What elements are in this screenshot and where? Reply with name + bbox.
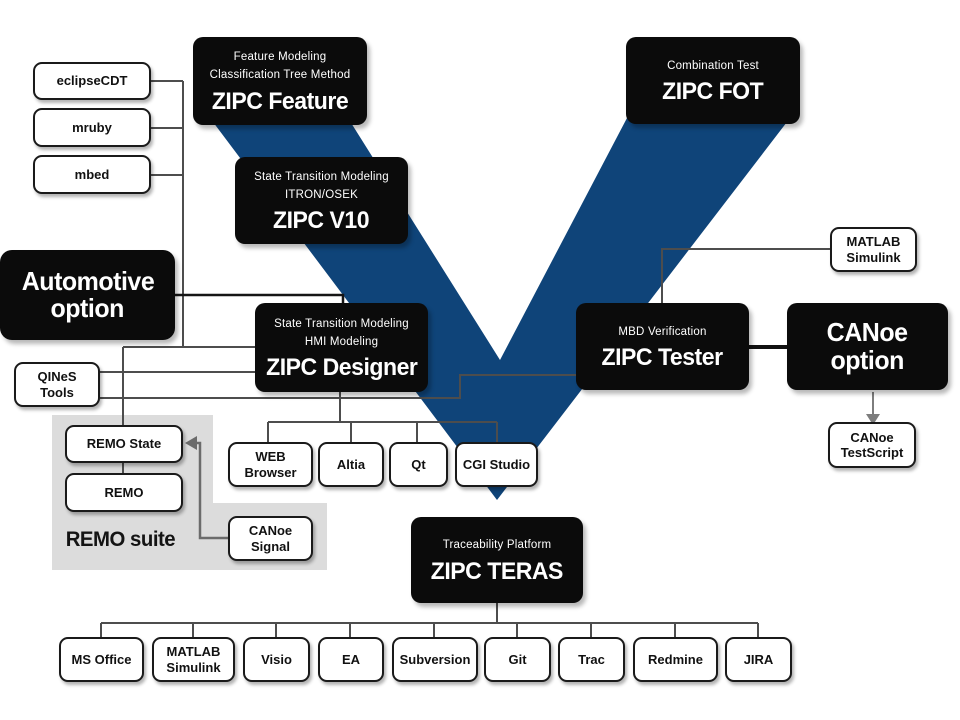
connector-left-trunk — [151, 80, 184, 347]
node-remo: REMO — [65, 473, 183, 512]
arrow-left-icon — [185, 436, 197, 450]
node-zipc-feature: Feature Modeling Classification Tree Met… — [193, 37, 367, 125]
node-subtitle: ITRON/OSEK — [285, 188, 358, 201]
connector-teras-to-bottom-row — [100, 603, 759, 637]
node-cgi-studio: CGI Studio — [455, 442, 538, 487]
node-subtitle: State Transition Modeling — [274, 317, 409, 330]
node-title-line: Automotive — [21, 265, 154, 296]
node-matlab-simulink: MATLAB Simulink — [830, 227, 917, 272]
node-subversion: Subversion — [392, 637, 478, 682]
node-title: ZIPC TERAS — [430, 557, 564, 585]
node-title: ZIPC Feature — [211, 87, 349, 115]
node-altia: Altia — [318, 442, 384, 487]
connector-automotive-to-designer — [175, 293, 345, 304]
node-ms-office: MS Office — [59, 637, 144, 682]
connector-designer-to-ui-tools — [267, 392, 498, 442]
node-visio: Visio — [243, 637, 310, 682]
node-canoe-option: CANoe option — [787, 303, 948, 390]
node-mbed: mbed — [33, 155, 151, 194]
node-zipc-v10: State Transition Modeling ITRON/OSEK ZIP… — [235, 157, 408, 244]
node-subtitle: MBD Verification — [618, 325, 707, 338]
node-qines-tools: QINeS Tools — [14, 362, 100, 407]
node-eclipsecdt: eclipseCDT — [33, 62, 151, 100]
node-web-browser: WEB Browser — [228, 442, 313, 487]
node-matlab-simulink-bottom: MATLAB Simulink — [152, 637, 235, 682]
node-title-line: option — [830, 344, 905, 375]
node-zipc-tester: MBD Verification ZIPC Tester — [576, 303, 749, 390]
node-subtitle: Combination Test — [667, 59, 759, 72]
node-trac: Trac — [558, 637, 625, 682]
remo-suite-label: REMO suite — [65, 528, 176, 551]
node-jira: JIRA — [725, 637, 792, 682]
connector-qines-to-tester — [100, 374, 576, 399]
node-subtitle: State Transition Modeling — [254, 170, 389, 183]
node-ea: EA — [318, 637, 384, 682]
arrow-down-icon — [866, 414, 880, 425]
node-subtitle: Feature Modeling — [233, 51, 327, 64]
node-subtitle: Classification Tree Method — [209, 69, 351, 82]
node-git: Git — [484, 637, 551, 682]
node-title-line: option — [50, 293, 125, 323]
node-qt: Qt — [389, 442, 448, 487]
node-title: ZIPC V10 — [273, 207, 370, 235]
node-title-line: CANoe — [827, 317, 908, 348]
node-canoe-testscript: CANoe TestScript — [828, 422, 916, 468]
node-redmine: Redmine — [633, 637, 718, 682]
connector-matlab-to-tester — [661, 248, 830, 303]
node-mruby: mruby — [33, 108, 151, 147]
node-title: ZIPC FOT — [662, 78, 764, 106]
node-title: ZIPC Tester — [601, 344, 724, 372]
node-canoe-signal: CANoe Signal — [228, 516, 313, 561]
node-automotive-option: Automotive option — [0, 250, 175, 340]
arrow-canoe-signal-to-remo-state — [196, 441, 228, 540]
node-subtitle: HMI Modeling — [304, 335, 379, 348]
node-subtitle: Traceability Platform — [442, 539, 552, 552]
node-zipc-teras: Traceability Platform ZIPC TERAS — [411, 517, 583, 603]
node-title: ZIPC Designer — [265, 354, 418, 382]
node-zipc-fot: Combination Test ZIPC FOT — [626, 37, 800, 124]
node-zipc-designer: State Transition Modeling HMI Modeling Z… — [255, 303, 428, 392]
node-remo-state: REMO State — [65, 425, 183, 463]
